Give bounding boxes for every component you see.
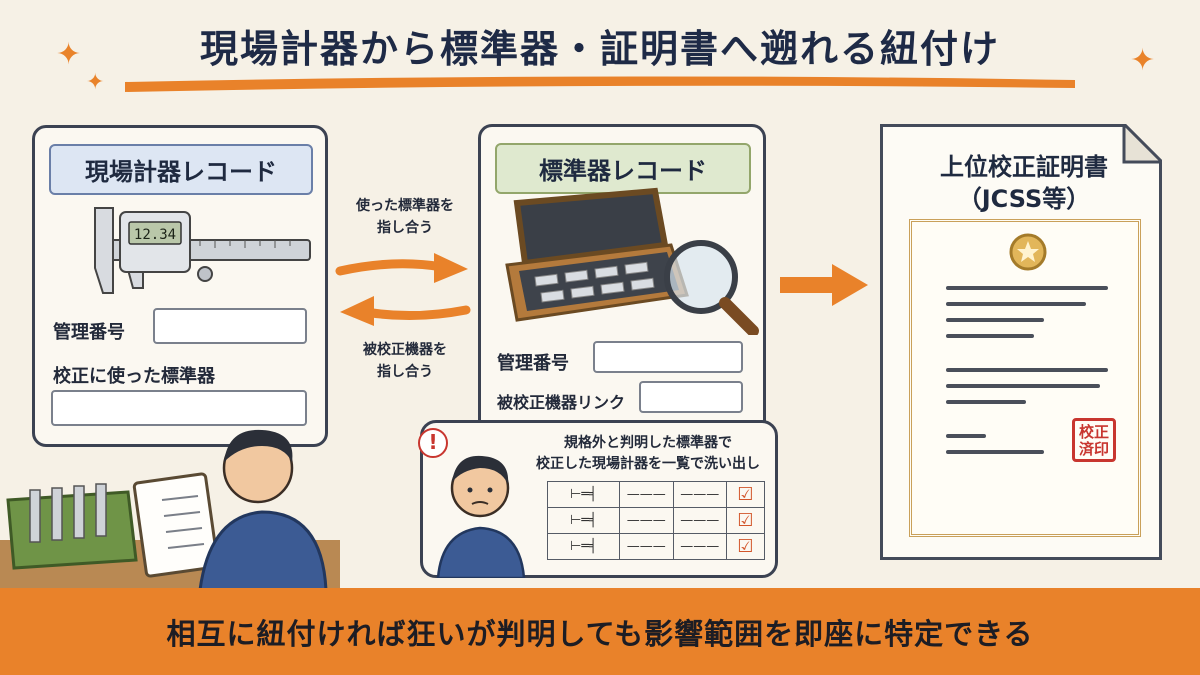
alert-icon: ! (418, 428, 448, 458)
stamp-text: 校正 (1078, 423, 1109, 441)
arrow-label-line: 使った標準器を (356, 198, 454, 214)
arrow-label-line: 指し合う (377, 363, 433, 380)
bubble-text: 規格外と判明した標準器で 校正した現場計器を一覧で洗い出し (523, 433, 773, 475)
certificate-text-line (946, 450, 1044, 454)
certificate-text-line (946, 384, 1100, 388)
certificate-text-line (946, 302, 1086, 306)
standard-card: 標準器レコード 管理番号 被校正機器リンク (478, 124, 766, 442)
standard-link-label: 被校正機器リンク (497, 393, 626, 412)
certificate-text-line (946, 368, 1108, 372)
field-id-input[interactable] (153, 308, 307, 344)
conclusion-text: 相互に紐付ければ狂いが判明しても影響範囲を即座に特定できる (166, 616, 1034, 651)
standard-link-input[interactable] (639, 381, 743, 413)
arrow-label-line: 被校正機器を (363, 342, 447, 358)
table-cell: ——— (672, 533, 727, 560)
field-card-header: 現場計器レコード (49, 144, 313, 195)
standard-id-label: 管理番号 (497, 353, 569, 374)
title-underline (125, 76, 1075, 92)
table-row: ⊢═╡ ——— ——— ☑ (547, 533, 765, 560)
red-stamp: 校正 済印 (1072, 418, 1116, 462)
table-cell: ——— (619, 533, 674, 560)
certificate-title-line: （JCSS等） (957, 185, 1091, 214)
certificate-text-line (946, 286, 1108, 290)
table-row: ⊢═╡ ——— ——— ☑ (547, 481, 765, 508)
table-cell: ——— (672, 507, 727, 534)
lcd-display: 12.34 (134, 227, 176, 243)
caliper-icon: ⊢═╡ (547, 481, 620, 508)
page-fold-icon (1122, 124, 1162, 164)
field-id-label: 管理番号 (53, 322, 125, 343)
affected-instruments-table: ⊢═╡ ——— ——— ☑ ⊢═╡ ——— ——— ☑ ⊢═╡ ——— ——— … (547, 481, 765, 560)
certificate-frame: 校正 済印 (909, 219, 1141, 537)
certificate-text-line (946, 434, 986, 438)
sparkle-icon: ✦ (1130, 43, 1156, 78)
thinking-worker-illustration (436, 455, 526, 578)
worker-illustration (0, 429, 340, 590)
arrow-label-line: 指し合う (377, 219, 433, 236)
field-standard-input[interactable] (51, 390, 307, 426)
certificate-text-line (946, 400, 1026, 404)
checkbox-checked-icon: ☑ (726, 533, 765, 560)
checkbox-checked-icon: ☑ (726, 481, 765, 508)
sparkle-icon: ✦ (56, 37, 82, 72)
caliper-icon: ⊢═╡ (547, 533, 620, 560)
certificate-title: 上位校正証明書 （JCSS等） (883, 151, 1162, 216)
standard-id-input[interactable] (593, 341, 743, 373)
seal-icon (1009, 233, 1047, 271)
sparkle-icon: ✦ (86, 70, 105, 95)
gauge-block-case-icon (505, 187, 759, 335)
certificate-document: 上位校正証明書 （JCSS等） 校正 済印 (880, 124, 1162, 560)
table-cell: ——— (672, 481, 727, 508)
arrow-left-icon (340, 296, 471, 326)
arrow-right-icon (780, 264, 868, 306)
certificate-title-line: 上位校正証明書 (940, 153, 1108, 181)
certificate-text-line (946, 334, 1034, 338)
table-row: ⊢═╡ ——— ——— ☑ (547, 507, 765, 534)
table-cell: ——— (619, 507, 674, 534)
caliper-icon: 12.34 (94, 207, 311, 294)
caliper-icon: ⊢═╡ (547, 507, 620, 534)
bubble-text-line: 規格外と判明した標準器で (564, 435, 732, 451)
table-cell: ——— (619, 481, 674, 508)
arrow-right-icon (335, 253, 468, 283)
checkbox-checked-icon: ☑ (726, 507, 765, 534)
certificate-text-line (946, 318, 1044, 322)
page-title: 現場計器から標準器・証明書へ遡れる紐付け (199, 27, 1000, 71)
standard-card-header: 標準器レコード (495, 143, 751, 194)
conclusion-banner: 相互に紐付ければ狂いが判明しても影響範囲を即座に特定できる (0, 588, 1200, 675)
stamp-text: 済印 (1078, 440, 1109, 458)
arrow-label-to-standard: 使った標準器を 指し合う (338, 196, 472, 239)
arrow-label-to-field: 被校正機器を 指し合う (338, 340, 472, 383)
bubble-text-line: 校正した現場計器を一覧で洗い出し (536, 456, 760, 472)
field-standard-label: 校正に使った標準器 (53, 366, 215, 387)
field-instrument-card: 現場計器レコード 12.34 管理番号 校正に使った標準器 (32, 125, 328, 447)
